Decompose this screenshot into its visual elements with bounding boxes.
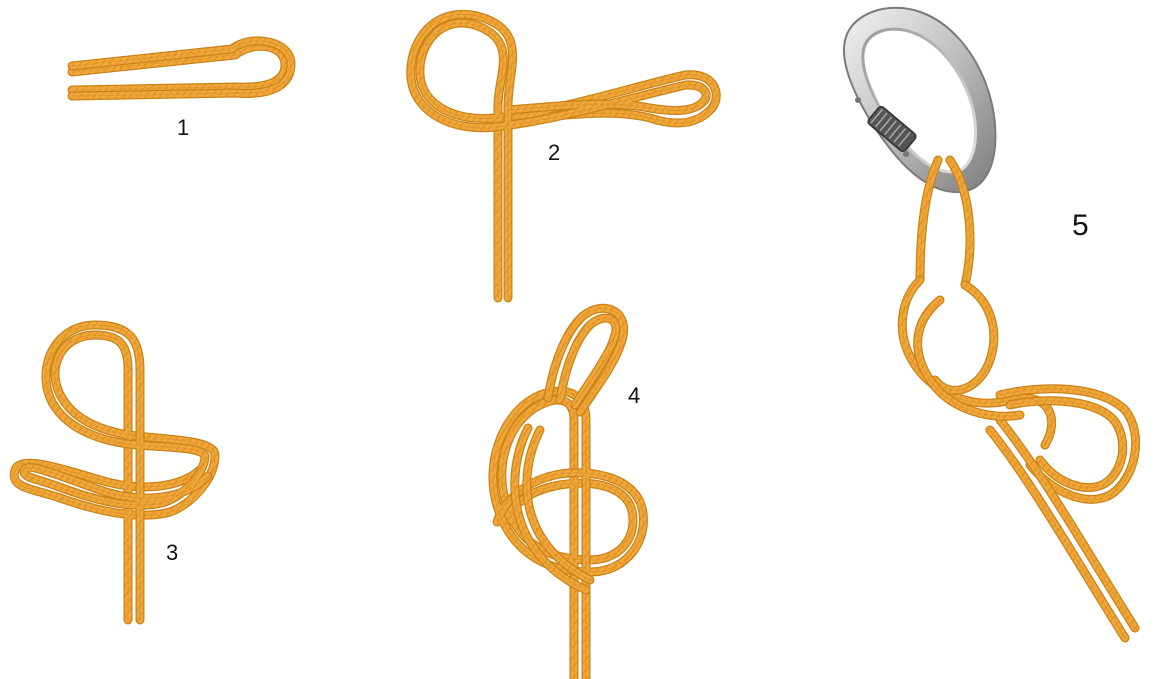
step-5-label: 5	[1072, 209, 1089, 242]
rope-icon	[72, 41, 291, 96]
rope-icon	[411, 14, 717, 298]
step-5-diagram: 5	[844, 8, 1136, 638]
step-1-label: 1	[177, 115, 189, 140]
rope-icon	[902, 160, 1135, 638]
step-2-diagram: 2	[411, 14, 717, 298]
step-3-label: 3	[166, 540, 178, 565]
carabiner-icon	[844, 8, 995, 192]
rope-icon	[14, 325, 215, 620]
step-2-label: 2	[548, 140, 560, 165]
rope-icon	[493, 308, 643, 678]
step-4-label: 4	[628, 383, 640, 408]
step-1-diagram: 1	[72, 41, 291, 140]
step-3-diagram: 3	[14, 325, 215, 620]
step-4-diagram: 4	[493, 308, 643, 678]
